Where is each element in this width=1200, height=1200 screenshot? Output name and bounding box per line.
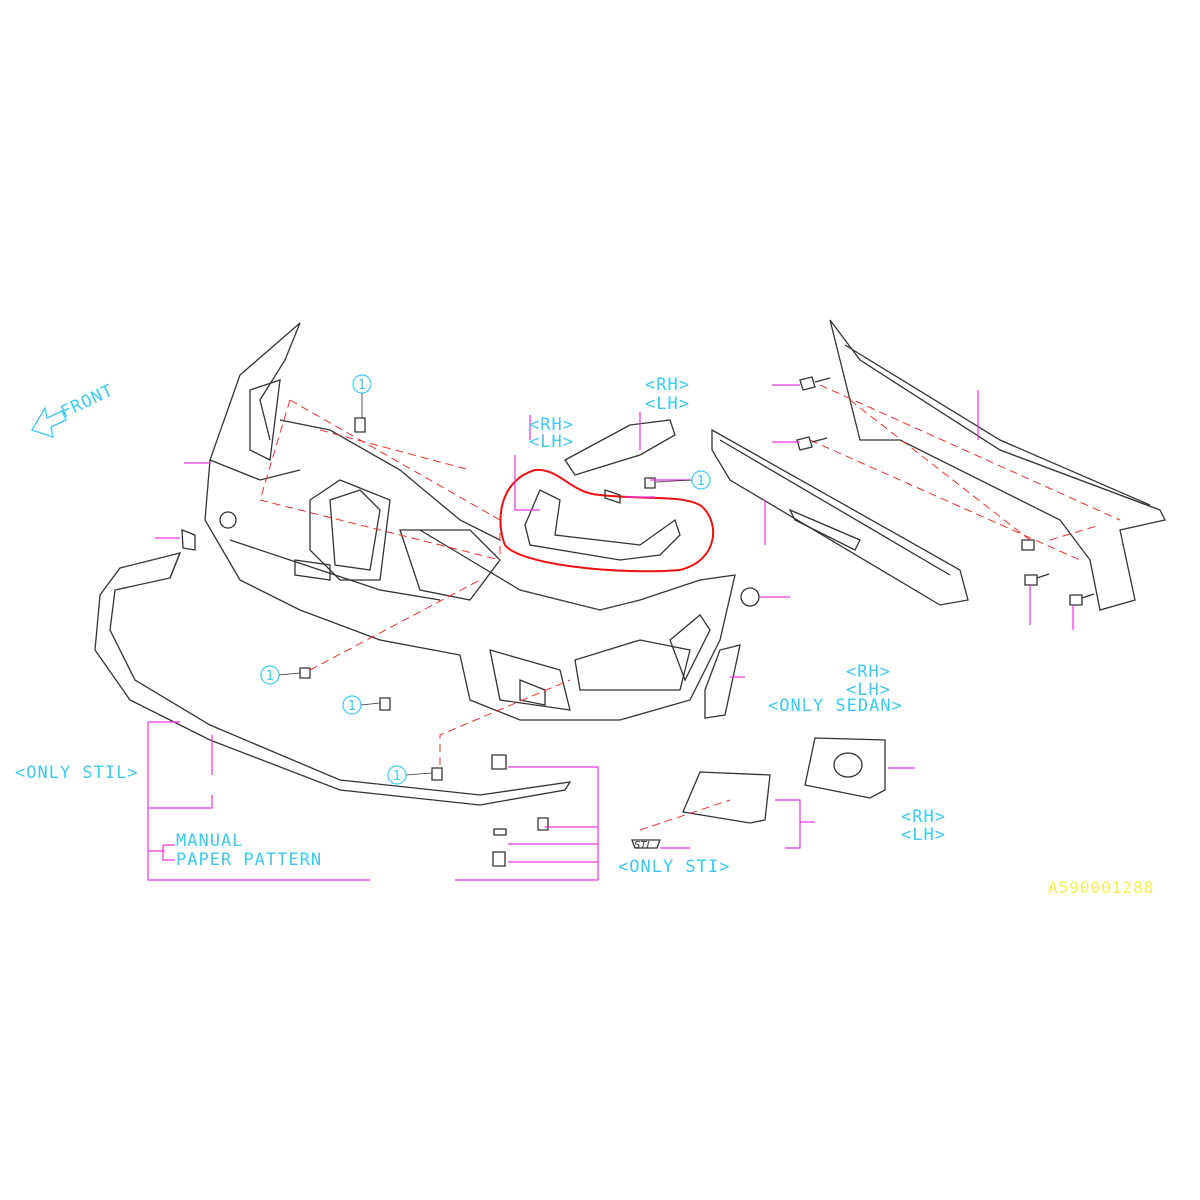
svg-text:1: 1 [266, 669, 274, 684]
paper-pattern-label: PAPER PATTERN [176, 850, 322, 870]
svg-text:1: 1 [348, 699, 356, 714]
front-bumper-face [204, 322, 736, 721]
front-label: FRONT [58, 381, 117, 423]
manual-label: MANUAL [176, 831, 243, 851]
front-arrow-icon [31, 406, 67, 438]
blank-cover [682, 771, 771, 824]
bolt-icon [796, 376, 1095, 606]
bolt-icon [604, 489, 621, 504]
rh-label: <RH> [645, 375, 690, 395]
sti-emblem: STI [631, 839, 661, 851]
side-grille [704, 644, 741, 719]
rh-label: <RH> [529, 415, 574, 435]
lh-label: <LH> [846, 680, 891, 700]
highlighted-bumper-bracket [499, 468, 714, 573]
lh-label: <LH> [529, 432, 574, 452]
only-sedan-label: <ONLY SEDAN> [768, 696, 903, 716]
nut-icon [644, 477, 656, 489]
rh-label: <RH> [846, 662, 891, 682]
emblem-text: STI [634, 840, 649, 851]
leader-lines [147, 384, 1074, 881]
bumper-beam [829, 319, 1166, 611]
fog-lamp-cover [804, 737, 886, 799]
callout-1: 1 [352, 374, 372, 394]
upper-bracket [564, 419, 676, 476]
rh-label: <RH> [901, 807, 946, 827]
callout-1: 1 [387, 765, 407, 785]
lh-label: <LH> [901, 825, 946, 845]
drawing-code: A590001288 [1048, 878, 1154, 897]
energy-absorber [711, 428, 969, 606]
only-sti-label: <ONLY STI> [618, 857, 730, 877]
lh-label: <LH> [645, 394, 690, 414]
svg-text:1: 1 [393, 769, 401, 784]
callout-1: 1 [260, 665, 280, 685]
callout-1: 1 [342, 695, 362, 715]
callout-1: 1 [691, 470, 711, 490]
fasteners [299, 417, 549, 867]
svg-text:1: 1 [358, 378, 366, 393]
svg-text:1: 1 [697, 474, 705, 489]
clip-icon [740, 587, 760, 607]
front-lip-spoiler [94, 529, 572, 806]
only-stil-label: <ONLY STIL> [15, 763, 139, 783]
